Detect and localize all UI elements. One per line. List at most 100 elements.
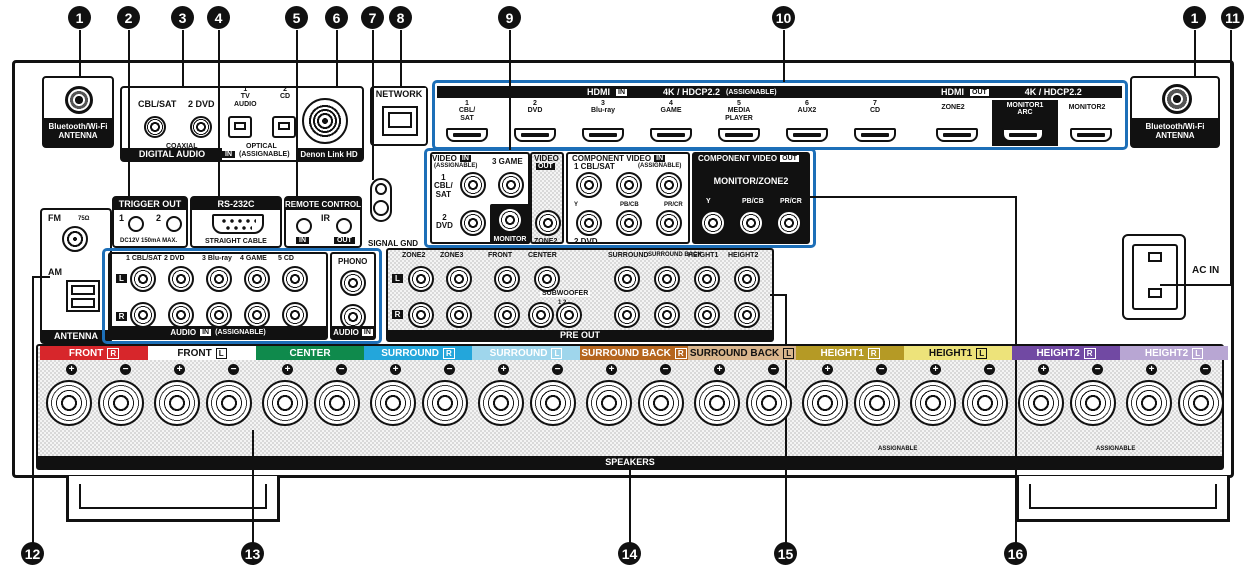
pre-out-1-l-jack[interactable]	[408, 266, 434, 292]
callout-6-marker: 6	[325, 6, 348, 29]
rs232c-port[interactable]	[212, 214, 264, 234]
audio-in-1-l-jack[interactable]	[130, 266, 156, 292]
phono-r-jack[interactable]	[340, 304, 366, 330]
speaker-6-minus-terminal[interactable]	[638, 380, 684, 426]
pre-out-8-l-jack[interactable]	[734, 266, 760, 292]
speaker-10-plus-terminal[interactable]	[1018, 380, 1064, 426]
video-monitor-out-jack[interactable]	[497, 207, 523, 233]
pre-out-8-r-jack[interactable]	[734, 302, 760, 328]
coaxial-in-1-jack[interactable]	[144, 116, 166, 138]
hdmi-out-3-port[interactable]	[1070, 128, 1112, 142]
speaker-1-minus-terminal[interactable]	[98, 380, 144, 426]
pre-out-1-r-jack[interactable]	[408, 302, 434, 328]
hdmi-in-2-port[interactable]	[514, 128, 556, 142]
network-ethernet-jack[interactable]	[382, 106, 418, 136]
pre-out-6-r-jack[interactable]	[654, 302, 680, 328]
am-antenna-terminal[interactable]	[66, 280, 100, 312]
pre-out-5-r-jack[interactable]	[614, 302, 640, 328]
speaker-11-minus-terminal[interactable]	[1178, 380, 1224, 426]
video-in-1-jack[interactable]	[460, 172, 486, 198]
component-in1-y-jack[interactable]	[576, 172, 602, 198]
audio-in-4-r-jack[interactable]	[244, 302, 270, 328]
audio-in-title: AUDIO	[170, 327, 197, 337]
denon-link-jack[interactable]	[302, 98, 348, 144]
plus-icon: +	[390, 364, 401, 375]
audio-in-3-r-jack[interactable]	[206, 302, 232, 328]
hdmi-in-4-port[interactable]	[650, 128, 692, 142]
component-out-pb-jack[interactable]	[738, 210, 764, 236]
pre-out-7-l-jack[interactable]	[694, 266, 720, 292]
callout-11-marker: 1	[1183, 6, 1206, 29]
audio-in-3-l-jack[interactable]	[206, 266, 232, 292]
audio-in-5-l-jack[interactable]	[282, 266, 308, 292]
speaker-9-minus-terminal[interactable]	[962, 380, 1008, 426]
optical-in-1-jack[interactable]	[228, 116, 252, 138]
trigger-1-jack[interactable]	[128, 216, 144, 232]
speaker-3-minus-terminal[interactable]	[314, 380, 360, 426]
trigger-2-jack[interactable]	[166, 216, 182, 232]
pre-out-subwoofer-1-jack[interactable]	[528, 302, 554, 328]
speaker-11-plus-terminal[interactable]	[1126, 380, 1172, 426]
hdmi-in-6-port[interactable]	[786, 128, 828, 142]
video-in-1-label: 1 CBL/ SAT	[434, 173, 453, 199]
phono-l-jack[interactable]	[340, 270, 366, 296]
speaker-5-plus-terminal[interactable]	[478, 380, 524, 426]
video-in-3-jack[interactable]	[498, 172, 524, 198]
hdmi-in-1-port[interactable]	[446, 128, 488, 142]
remote-out-jack[interactable]	[336, 218, 352, 234]
speaker-3-plus-terminal[interactable]	[262, 380, 308, 426]
pre-out-3-l-jack[interactable]	[494, 266, 520, 292]
speaker-8-plus-terminal[interactable]	[802, 380, 848, 426]
speaker-4-plus-terminal[interactable]	[370, 380, 416, 426]
component-in2-pb-jack[interactable]	[616, 210, 642, 236]
signal-gnd-terminal[interactable]	[370, 178, 392, 222]
pre-out-subwoofer-2-jack[interactable]	[556, 302, 582, 328]
pre-out-6-l-jack[interactable]	[654, 266, 680, 292]
bt-antenna-right-connector[interactable]	[1162, 84, 1192, 114]
component-out-panel: COMPONENT VIDEO OUT MONITOR/ZONE2 Y PB/C…	[692, 152, 810, 244]
remote-in-jack[interactable]	[296, 218, 312, 234]
fm-antenna-jack[interactable]	[62, 226, 88, 252]
speaker-10-minus-terminal[interactable]	[1070, 380, 1116, 426]
audio-in-1-r-jack[interactable]	[130, 302, 156, 328]
pre-out-3-r-jack[interactable]	[494, 302, 520, 328]
audio-in-5-r-jack[interactable]	[282, 302, 308, 328]
hdmi-in-7-port[interactable]	[854, 128, 896, 142]
plus-icon: +	[282, 364, 293, 375]
speaker-2-minus-terminal[interactable]	[206, 380, 252, 426]
component-out-pr-jack[interactable]	[776, 210, 802, 236]
speaker-6-plus-terminal[interactable]	[586, 380, 632, 426]
component-in1-pb-jack[interactable]	[616, 172, 642, 198]
ac-in-socket[interactable]	[1132, 244, 1178, 310]
pre-out-4-l-jack[interactable]	[534, 266, 560, 292]
speaker-1-plus-terminal[interactable]	[46, 380, 92, 426]
component-in1-pr-jack[interactable]	[656, 172, 682, 198]
hdmi-out-1-port[interactable]	[936, 128, 978, 142]
speaker-7-minus-terminal[interactable]	[746, 380, 792, 426]
hdmi-in-3-port[interactable]	[582, 128, 624, 142]
component-out-y-jack[interactable]	[700, 210, 726, 236]
speaker-8-minus-terminal[interactable]	[854, 380, 900, 426]
hdmi-in-5-port[interactable]	[718, 128, 760, 142]
pre-out-2-l-jack[interactable]	[446, 266, 472, 292]
video-zone2-out-jack[interactable]	[535, 210, 561, 236]
bt-antenna-left-connector[interactable]	[65, 86, 93, 114]
hdmi-out-2-port[interactable]	[1002, 128, 1044, 142]
pre-out-7-r-jack[interactable]	[694, 302, 720, 328]
component-in2-pr-jack[interactable]	[656, 210, 682, 236]
coaxial-in-2-jack[interactable]	[190, 116, 212, 138]
audio-in-4-l-jack[interactable]	[244, 266, 270, 292]
optical-in-2-jack[interactable]	[272, 116, 296, 138]
pre-out-5-l-jack[interactable]	[614, 266, 640, 292]
video-in-2-jack[interactable]	[460, 210, 486, 236]
component-in2-y-jack[interactable]	[576, 210, 602, 236]
speaker-9-plus-terminal[interactable]	[910, 380, 956, 426]
audio-in-2-r-jack[interactable]	[168, 302, 194, 328]
speaker-2-plus-terminal[interactable]	[154, 380, 200, 426]
speaker-5-minus-terminal[interactable]	[530, 380, 576, 426]
speaker-4-minus-terminal[interactable]	[422, 380, 468, 426]
speaker-7-plus-terminal[interactable]	[694, 380, 740, 426]
audio-in-2-l-jack[interactable]	[168, 266, 194, 292]
pre-out-2-r-jack[interactable]	[446, 302, 472, 328]
